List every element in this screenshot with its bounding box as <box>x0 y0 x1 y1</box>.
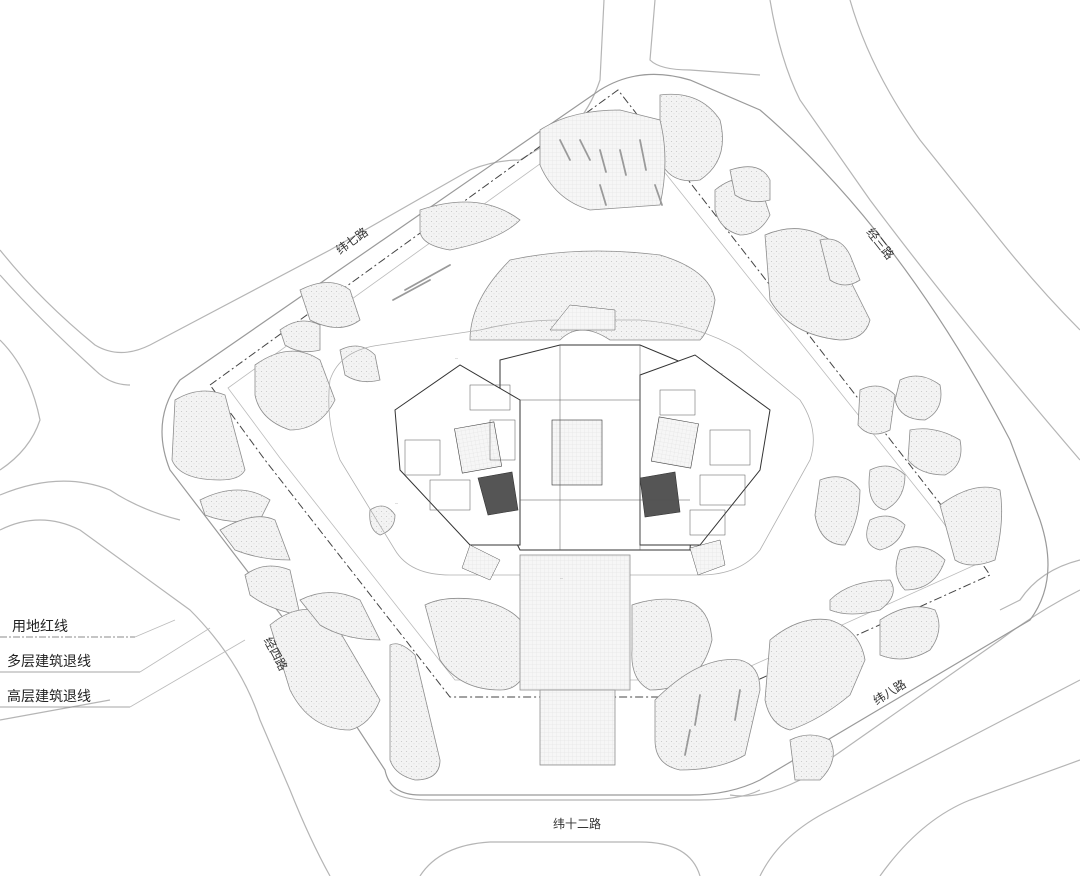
south-plaza <box>519 554 631 691</box>
landscape-planters <box>171 93 1003 781</box>
building <box>394 304 771 581</box>
inner-drive-ring <box>328 319 814 576</box>
svg-text:···: ··· <box>395 502 398 506</box>
right-core-dark <box>639 471 681 518</box>
svg-text:···: ··· <box>560 577 563 581</box>
setback-line-multi <box>227 109 976 681</box>
parking-stalls <box>392 139 741 761</box>
legend: 用地红线 多层建筑退线 高层建筑退线 <box>0 619 246 708</box>
auditorium-seating <box>551 419 603 486</box>
left-core-dark <box>477 471 519 516</box>
road-label-wei-shier: 纬十二路 <box>553 816 601 831</box>
annotations: ··· ··· ··· ··· ··· <box>395 322 723 581</box>
legend-label-red-line: 用地红线 <box>12 619 68 635</box>
legend-label-multi-setback: 多层建筑退线 <box>7 653 91 670</box>
svg-text:···: ··· <box>680 322 683 326</box>
legend-label-high-setback: 高层建筑退线 <box>7 688 91 705</box>
svg-text:···: ··· <box>455 357 458 361</box>
svg-text:···: ··· <box>720 372 723 376</box>
site-boundary-outer <box>161 73 1049 796</box>
